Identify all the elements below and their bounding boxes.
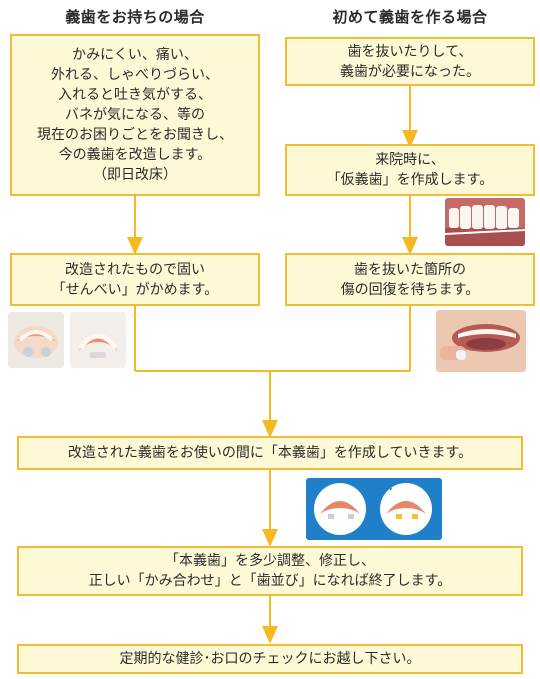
after-label: After <box>368 483 394 493</box>
step-consult-and-modify: かみにくい、痛い、 外れる、しゃべりづらい、 入れると吐き気がする、 バネが気に… <box>10 34 260 196</box>
step-make-final-denture: 改造された義歯をお使いの間に「本義歯」を作成していきます。 <box>17 436 523 470</box>
teeth-photo <box>445 198 525 246</box>
step-regular-checkups: 定期的な健診･お口のチェックにお越し下さい。 <box>17 644 523 674</box>
denture-photo-1 <box>8 312 64 368</box>
step-make-temporary-denture: 来院時に、 「仮義歯」を作成します。 <box>285 144 535 196</box>
header-has-denture: 義歯をお持ちの場合 <box>65 8 205 26</box>
step-adjust-and-finish: 「本義歯」を多少調整、修正し、 正しい「かみ合わせ」と「歯並び」になれば終了しま… <box>17 546 523 596</box>
header-first-denture: 初めて義歯を作る場合 <box>332 8 488 26</box>
step-need-denture: 歯を抜いたりして、 義歯が必要になった。 <box>285 37 535 86</box>
step-can-bite-crackers: 改造されたもので固い 「せんべい」がかめます。 <box>10 253 260 306</box>
before-after-photo: After <box>306 478 442 540</box>
patient-photo <box>436 310 526 372</box>
denture-photo-2 <box>70 312 126 368</box>
step-wait-for-healing: 歯を抜いた箇所の 傷の回復を待ちます。 <box>285 253 535 306</box>
